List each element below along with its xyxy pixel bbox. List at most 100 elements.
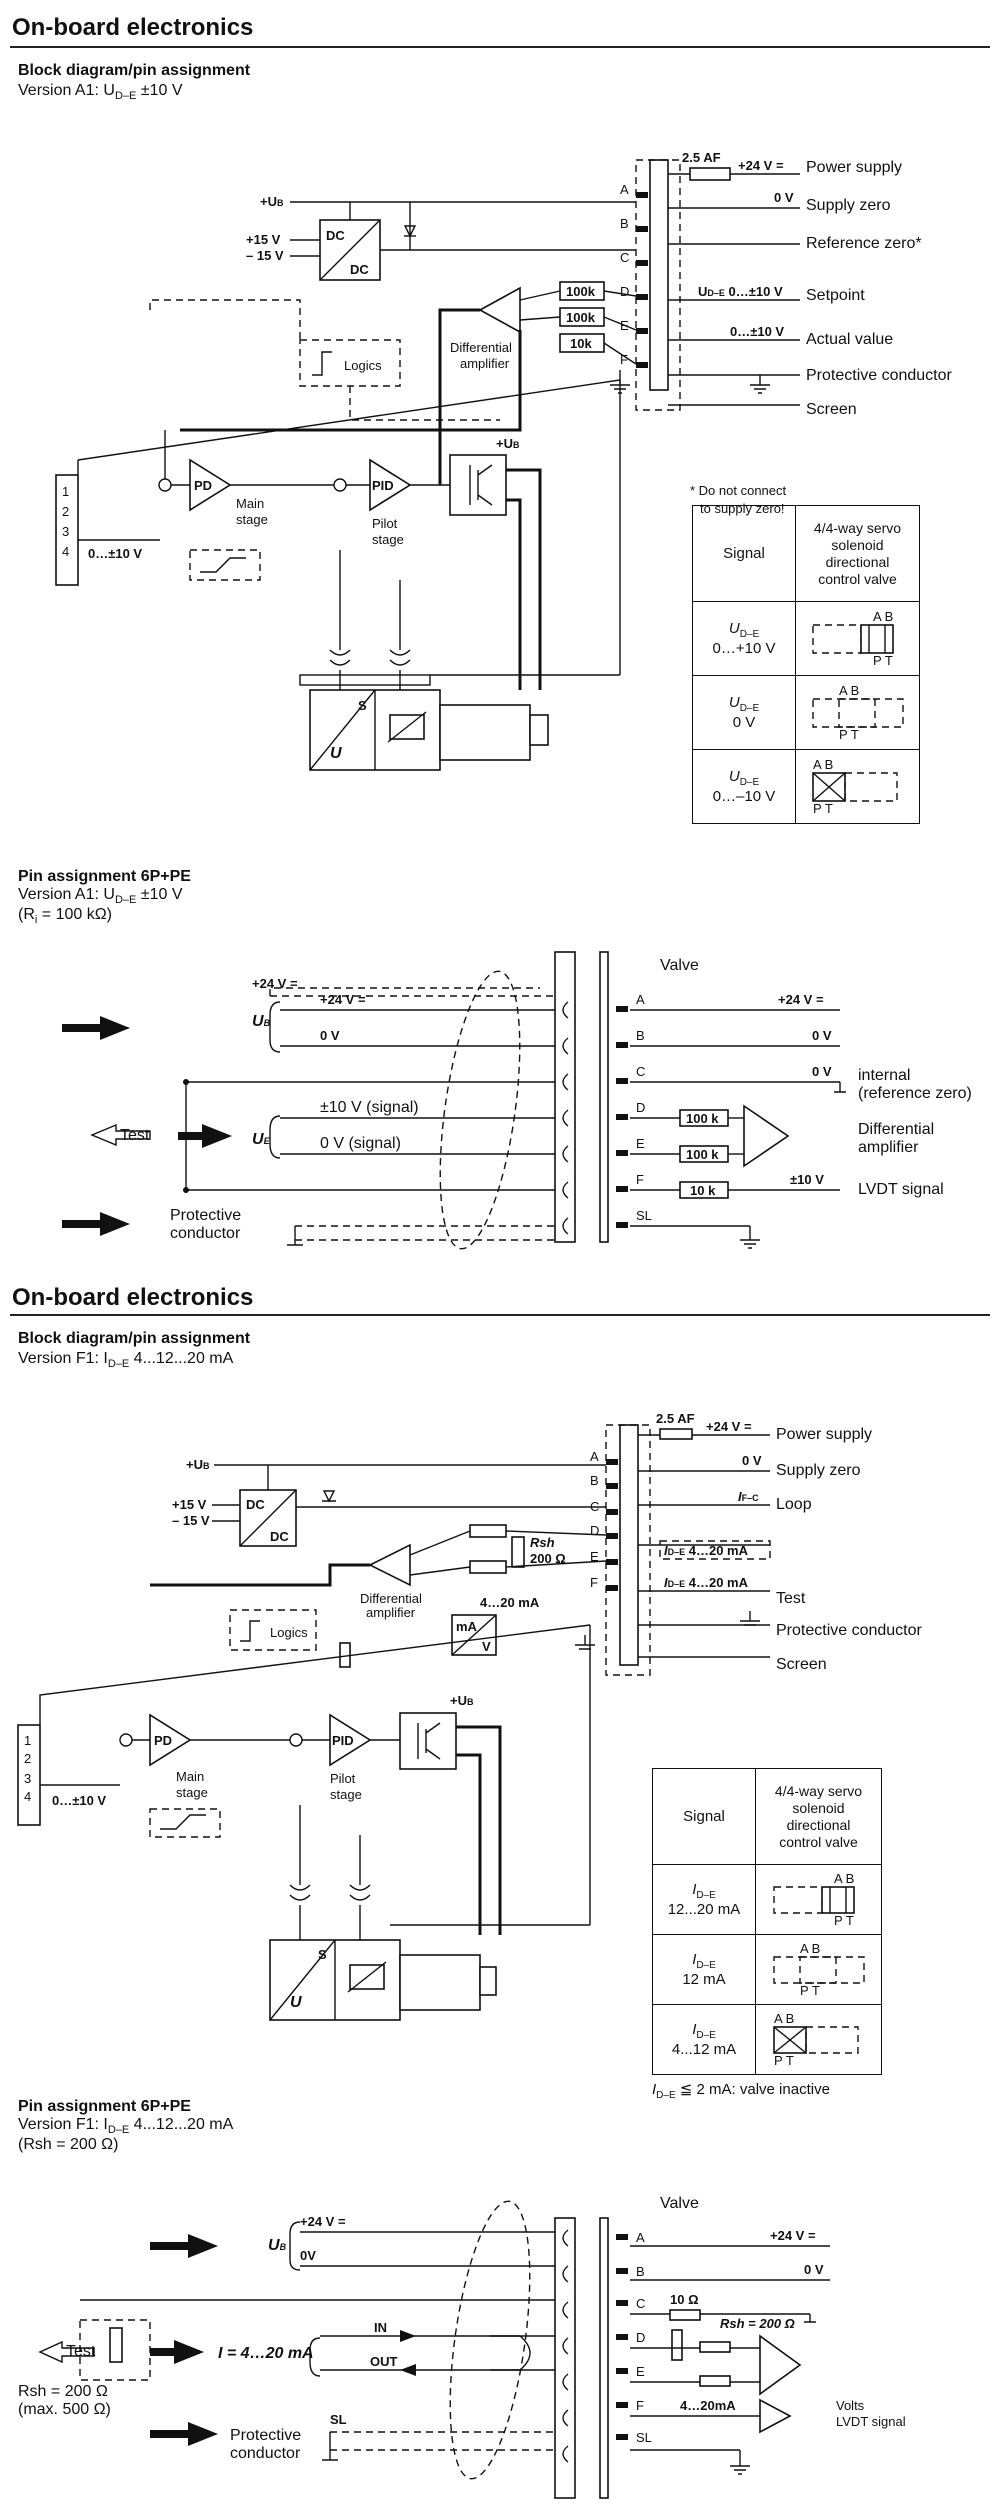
svg-text:PID: PID — [332, 1733, 354, 1748]
block-diagram-f1: A B C D E F 2.5 AF +24 V = Power supply … — [17, 1411, 923, 2021]
svg-text:0V: 0V — [300, 2248, 316, 2263]
svg-text:Logics: Logics — [344, 358, 382, 373]
valve-pins: A B C D E F SL — [636, 992, 652, 1223]
svg-text:+15 V: +15 V — [172, 1497, 207, 1512]
section4-title: Pin assignment 6P+PE — [18, 2098, 191, 2115]
svg-text:B: B — [636, 1028, 645, 1043]
section1-version: Version A1: UD–E ±10 V — [18, 82, 183, 103]
svg-text:±10 V: ±10 V — [790, 1172, 824, 1187]
svg-text:3: 3 — [62, 524, 69, 539]
svg-text:D: D — [590, 1523, 599, 1538]
svg-text:amplifier: amplifier — [858, 1139, 919, 1156]
svg-text:A: A — [636, 992, 645, 1007]
connector-strip — [649, 159, 669, 391]
valve-inactive-note: ID–E ≦ 2 mA: valve inactive — [652, 2081, 830, 2101]
svg-text:4…20 mA: 4…20 mA — [480, 1595, 540, 1610]
svg-text:amplifier: amplifier — [460, 356, 510, 371]
svg-text:SL: SL — [330, 2412, 347, 2427]
svg-text:C: C — [636, 1064, 645, 1079]
svg-text:4: 4 — [24, 1789, 31, 1804]
svg-text:Main: Main — [236, 496, 264, 511]
svg-text:P T: P T — [800, 1983, 820, 1997]
svg-text:PD: PD — [194, 478, 212, 493]
svg-text:10 k: 10 k — [690, 1183, 716, 1198]
svg-text:conductor: conductor — [230, 2445, 301, 2462]
svg-text:Rsh = 200 Ω: Rsh = 200 Ω — [720, 2316, 795, 2331]
svg-text:A: A — [590, 1449, 599, 1464]
svg-text:A: A — [620, 182, 629, 197]
svg-text:+24 V =: +24 V = — [252, 976, 298, 991]
svg-text:+24 V =: +24 V = — [706, 1419, 752, 1434]
section1-title: On-board electronics — [12, 14, 254, 41]
svg-text:– 15 V: – 15 V — [172, 1513, 210, 1528]
svg-text:conductor: conductor — [170, 1225, 241, 1242]
section4-rsh: (Rsh = 200 Ω) — [18, 2136, 119, 2153]
svg-text:0 V: 0 V — [812, 1064, 832, 1079]
svg-text:A B: A B — [834, 1871, 854, 1886]
svg-text:100k: 100k — [566, 284, 596, 299]
setpoint-label: Setpoint — [806, 287, 865, 304]
svg-text:D: D — [620, 284, 629, 299]
svg-text:P T: P T — [834, 1913, 854, 1927]
svg-text:DC: DC — [270, 1529, 289, 1544]
v24-label: +24 V = — [738, 158, 784, 173]
svg-text:4…20mA: 4…20mA — [680, 2398, 736, 2413]
svg-text:B: B — [636, 2264, 645, 2279]
svg-text:+24 V =: +24 V = — [770, 2228, 816, 2243]
actual-voltage: 0…±10 V — [730, 324, 784, 339]
svg-text:±10 V (signal): ±10 V (signal) — [320, 1099, 419, 1116]
screen-label: Screen — [806, 401, 857, 418]
svg-text:Supply zero: Supply zero — [776, 1462, 861, 1479]
test-label: Test — [120, 1127, 150, 1144]
svg-text:stage: stage — [176, 1785, 208, 1800]
svg-text:DC: DC — [350, 262, 369, 277]
block-diagram-a1: A B C D E F 2.5 AF +24 V = Power supply … — [55, 150, 953, 771]
fuse-label: 2.5 AF — [682, 150, 721, 165]
svg-text:Valve: Valve — [660, 2195, 699, 2212]
svg-text:2.5 AF: 2.5 AF — [656, 1411, 695, 1426]
svg-text:Protective: Protective — [230, 2427, 301, 2444]
plug-sockets — [562, 1001, 569, 1235]
svg-text:F: F — [636, 1172, 644, 1187]
svg-text:100 k: 100 k — [686, 1147, 719, 1162]
reference-zero-label: Reference zero* — [806, 235, 922, 252]
svg-text:stage: stage — [372, 532, 404, 547]
svg-text:OUT: OUT — [370, 2354, 398, 2369]
left-connector — [55, 474, 79, 586]
svg-text:1: 1 — [24, 1733, 31, 1748]
svg-text:Logics: Logics — [270, 1625, 308, 1640]
svg-text:A B: A B — [839, 683, 859, 698]
svg-text:+24 V =: +24 V = — [320, 992, 366, 1007]
solenoid — [439, 704, 531, 761]
note-line1: * Do not connect — [690, 483, 787, 498]
svg-text:(max. 500 Ω): (max. 500 Ω) — [18, 2401, 111, 2418]
logics-block-f1 — [229, 1609, 317, 1651]
svg-text:F: F — [590, 1575, 598, 1590]
svg-text:A B: A B — [800, 1941, 820, 1956]
section4-version: Version F1: ID–E 4...12...20 mA — [18, 2116, 234, 2137]
v0-label: 0 V — [774, 190, 794, 205]
svg-text:Rsh: Rsh — [530, 1535, 555, 1550]
svg-text:0…±10 V: 0…±10 V — [52, 1793, 106, 1808]
plug-strip — [554, 951, 576, 1243]
svg-text:U: U — [330, 745, 342, 762]
ide-label-1: ID–E 4…20 mA — [664, 1543, 749, 1558]
svg-text:P T: P T — [873, 653, 893, 667]
svg-text:Protective: Protective — [170, 1207, 241, 1224]
svg-text:0 V: 0 V — [812, 1028, 832, 1043]
svg-text:A B: A B — [873, 609, 893, 624]
section2-ri: (Ri = 100 kΩ) — [18, 906, 113, 927]
svg-text:Volts: Volts — [836, 2398, 865, 2413]
ub-label-f1-pin: UB — [268, 2237, 287, 2254]
svg-text:Test: Test — [66, 2343, 96, 2360]
svg-text:S: S — [318, 1947, 327, 1962]
ue-label: UE — [252, 1131, 271, 1148]
svg-text:2: 2 — [62, 504, 69, 519]
svg-text:LVDT signal: LVDT signal — [858, 1181, 944, 1198]
left-connector-f1 — [17, 1724, 41, 1826]
svg-text:(reference zero): (reference zero) — [858, 1085, 972, 1102]
svg-text:IN: IN — [374, 2320, 387, 2335]
svg-text:stage: stage — [236, 512, 268, 527]
